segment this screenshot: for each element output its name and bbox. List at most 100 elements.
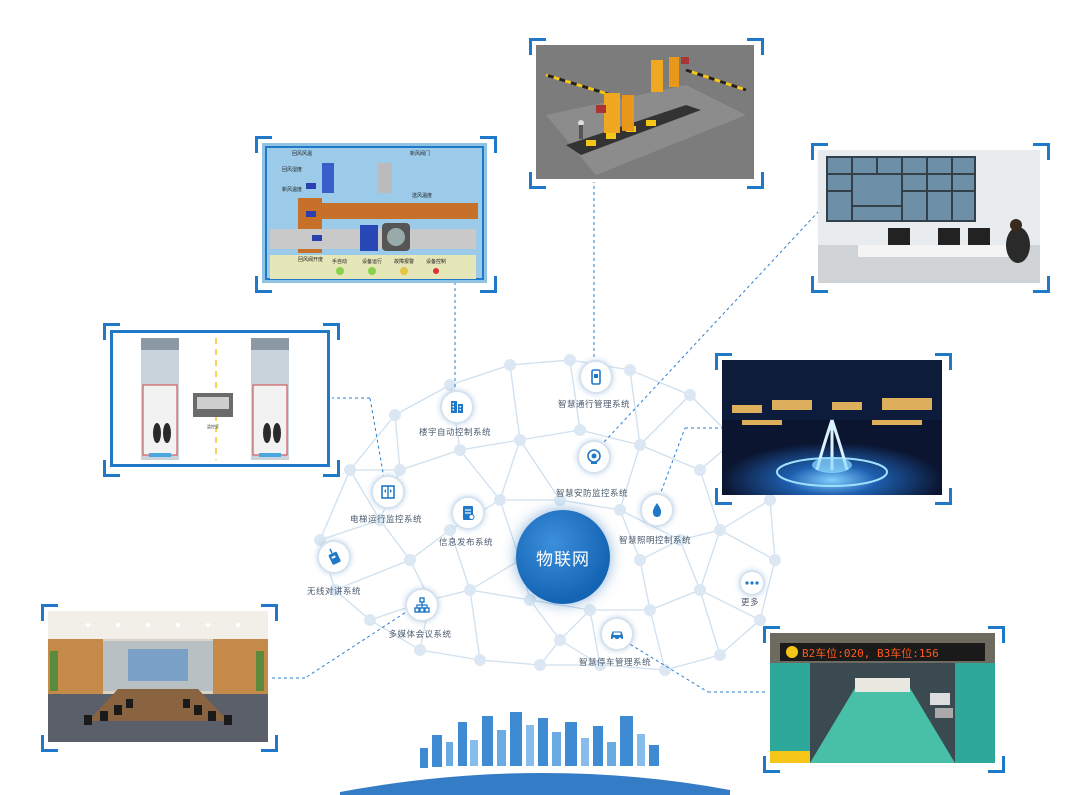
node-building[interactable] xyxy=(440,390,474,424)
frame-corner xyxy=(811,143,828,160)
frame-corner xyxy=(41,604,58,621)
node-parking[interactable] xyxy=(600,617,634,651)
hvac-label-3: 新风阀门 xyxy=(410,150,430,157)
network-edge xyxy=(569,359,581,431)
photo-elevator-monitoring[interactable]: 监控室 xyxy=(110,330,330,467)
label-traffic: 智慧通行管理系统 xyxy=(557,400,631,410)
hvac-label-5: 回风阀开度 xyxy=(298,256,323,263)
network-edge xyxy=(639,444,701,471)
network-dot xyxy=(554,634,566,646)
network-edge xyxy=(649,589,701,611)
network-dot xyxy=(694,584,706,596)
network-edge xyxy=(559,639,601,666)
network-edge xyxy=(519,429,581,441)
frame-corner xyxy=(323,460,340,477)
phone-card-icon xyxy=(591,369,601,385)
hub-circle[interactable]: 物联网 xyxy=(516,510,610,604)
network-edge xyxy=(619,509,641,561)
label-security: 智慧安防监控系统 xyxy=(555,489,629,499)
network-dot xyxy=(404,554,416,566)
frame-corner xyxy=(1033,143,1050,160)
label-building: 楼宇自动控制系统 xyxy=(418,428,492,438)
network-edge xyxy=(379,519,411,561)
network-edge xyxy=(509,359,571,366)
network-edge xyxy=(319,469,351,541)
network-edge xyxy=(469,589,531,601)
network-dot xyxy=(444,524,456,536)
hvac-label-8: 故障报警 xyxy=(394,258,414,265)
network-dot xyxy=(624,364,636,376)
network-edge xyxy=(559,609,591,641)
photo-conference-room[interactable] xyxy=(48,611,268,742)
hvac-label-7: 设备运行 xyxy=(362,258,382,265)
network-edge xyxy=(469,589,481,661)
node-elevator[interactable] xyxy=(371,475,405,509)
hvac-label-2: 新风温度 xyxy=(282,186,302,193)
node-lighting[interactable] xyxy=(640,493,674,527)
node-info[interactable] xyxy=(451,496,485,530)
hub-label: 物联网 xyxy=(536,549,590,570)
network-dot xyxy=(634,439,646,451)
network-dot xyxy=(614,504,626,516)
network-edge xyxy=(529,599,591,611)
node-more[interactable] xyxy=(739,570,765,596)
label-multimedia: 多媒体会议系统 xyxy=(388,630,452,640)
hvac-label-1: 回风湿度 xyxy=(282,166,302,173)
network-edge xyxy=(399,449,461,471)
frame-corner xyxy=(255,276,272,293)
network-dot xyxy=(474,654,486,666)
frame-corner xyxy=(103,323,120,340)
network-dot xyxy=(374,514,386,526)
frame-corner xyxy=(935,353,952,370)
photo-hvac-control[interactable]: 回风风温 回风湿度 新风温度 新风阀门 送风温度 回风阀开度 手自动 设备运行 … xyxy=(262,143,487,283)
node-traffic[interactable] xyxy=(579,360,613,394)
network-dot xyxy=(344,464,356,476)
network-dot xyxy=(414,644,426,656)
network-dot xyxy=(694,464,706,476)
node-security[interactable] xyxy=(577,440,611,474)
network-dot xyxy=(444,379,456,391)
frame-corner xyxy=(715,488,732,505)
network-edge xyxy=(649,609,666,671)
frame-corner xyxy=(988,756,1005,773)
network-dot xyxy=(764,494,776,506)
network-edge xyxy=(759,559,776,621)
network-edge xyxy=(719,499,771,531)
photo-parking-barrier[interactable] xyxy=(536,45,754,179)
barrier-gate-image xyxy=(536,45,754,179)
frame-corner xyxy=(935,488,952,505)
frame-corner xyxy=(41,735,58,752)
network-dot xyxy=(394,464,406,476)
frame-corner xyxy=(529,172,546,189)
hvac-diagram-image: 回风风温 回风湿度 新风温度 新风阀门 送风温度 回风阀开度 手自动 设备运行 … xyxy=(262,143,487,283)
node-intercom[interactable] xyxy=(317,540,351,574)
light-drop-icon xyxy=(652,503,662,517)
network-dot xyxy=(644,604,656,616)
document-icon xyxy=(463,506,475,520)
network-dot xyxy=(594,659,606,671)
network-edge xyxy=(699,529,721,591)
city-skyline xyxy=(340,712,730,795)
frame-corner xyxy=(261,735,278,752)
network-dot xyxy=(454,444,466,456)
label-more: 更多 xyxy=(740,598,760,608)
node-multimedia[interactable] xyxy=(405,588,439,622)
photo-night-lighting[interactable] xyxy=(722,360,942,495)
photo-monitoring-room[interactable] xyxy=(818,150,1040,283)
frame-corner xyxy=(1033,276,1050,293)
photo-underground-parking[interactable]: B2车位:020, B3车位:156 xyxy=(770,633,995,763)
network-edge xyxy=(679,529,721,541)
network-edge xyxy=(334,589,371,621)
network-edge xyxy=(699,589,721,656)
network-edge xyxy=(639,394,691,446)
network-dot xyxy=(389,409,401,421)
network-dot xyxy=(504,359,516,371)
network-edge xyxy=(529,599,561,641)
frame-corner xyxy=(763,756,780,773)
network-edge xyxy=(599,664,666,671)
network-dot xyxy=(634,554,646,566)
frame-corner xyxy=(747,38,764,55)
frame-corner xyxy=(255,136,272,153)
elevator-icon xyxy=(381,485,395,499)
elevator-caption: 监控室 xyxy=(207,423,219,429)
